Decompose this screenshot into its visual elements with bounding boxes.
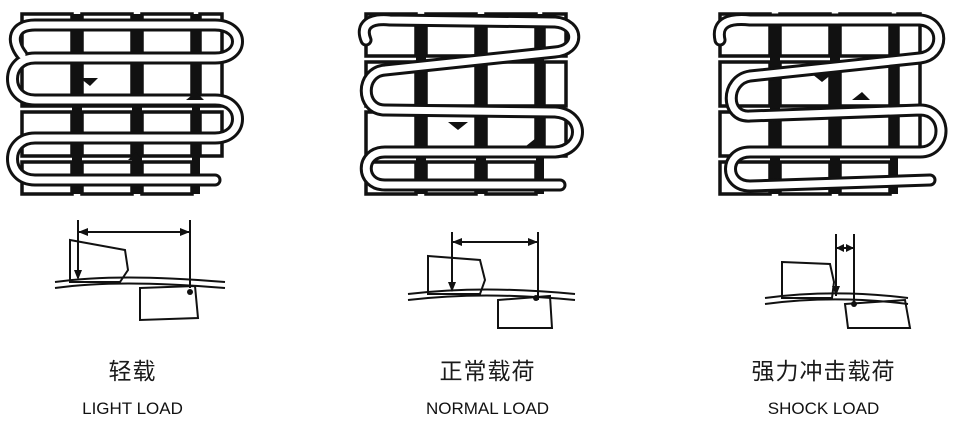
label-chinese: 正常载荷 [439,359,536,385]
panel-shock-load: 强力冲击载荷 SHOCK LOAD [690,0,957,421]
label-chinese: 轻载 [108,359,157,385]
label-english: LIGHT LOAD [82,399,183,418]
load-deflection-diagram [407,232,576,329]
panel-light-load: 轻载 LIGHT LOAD [0,0,300,421]
grid-spring-illustration [357,12,584,196]
load-deflection-diagram [54,220,226,322]
load-deflection-diagram [764,234,912,329]
label-chinese: 强力冲击载荷 [751,359,896,385]
label-english: SHOCK LOAD [767,399,880,418]
grid-spring-illustration [712,12,948,196]
panel-normal-load: 正常载荷 NORMAL LOAD [330,0,630,421]
grid-spring-illustration [6,12,244,196]
label-english: NORMAL LOAD [425,399,550,418]
